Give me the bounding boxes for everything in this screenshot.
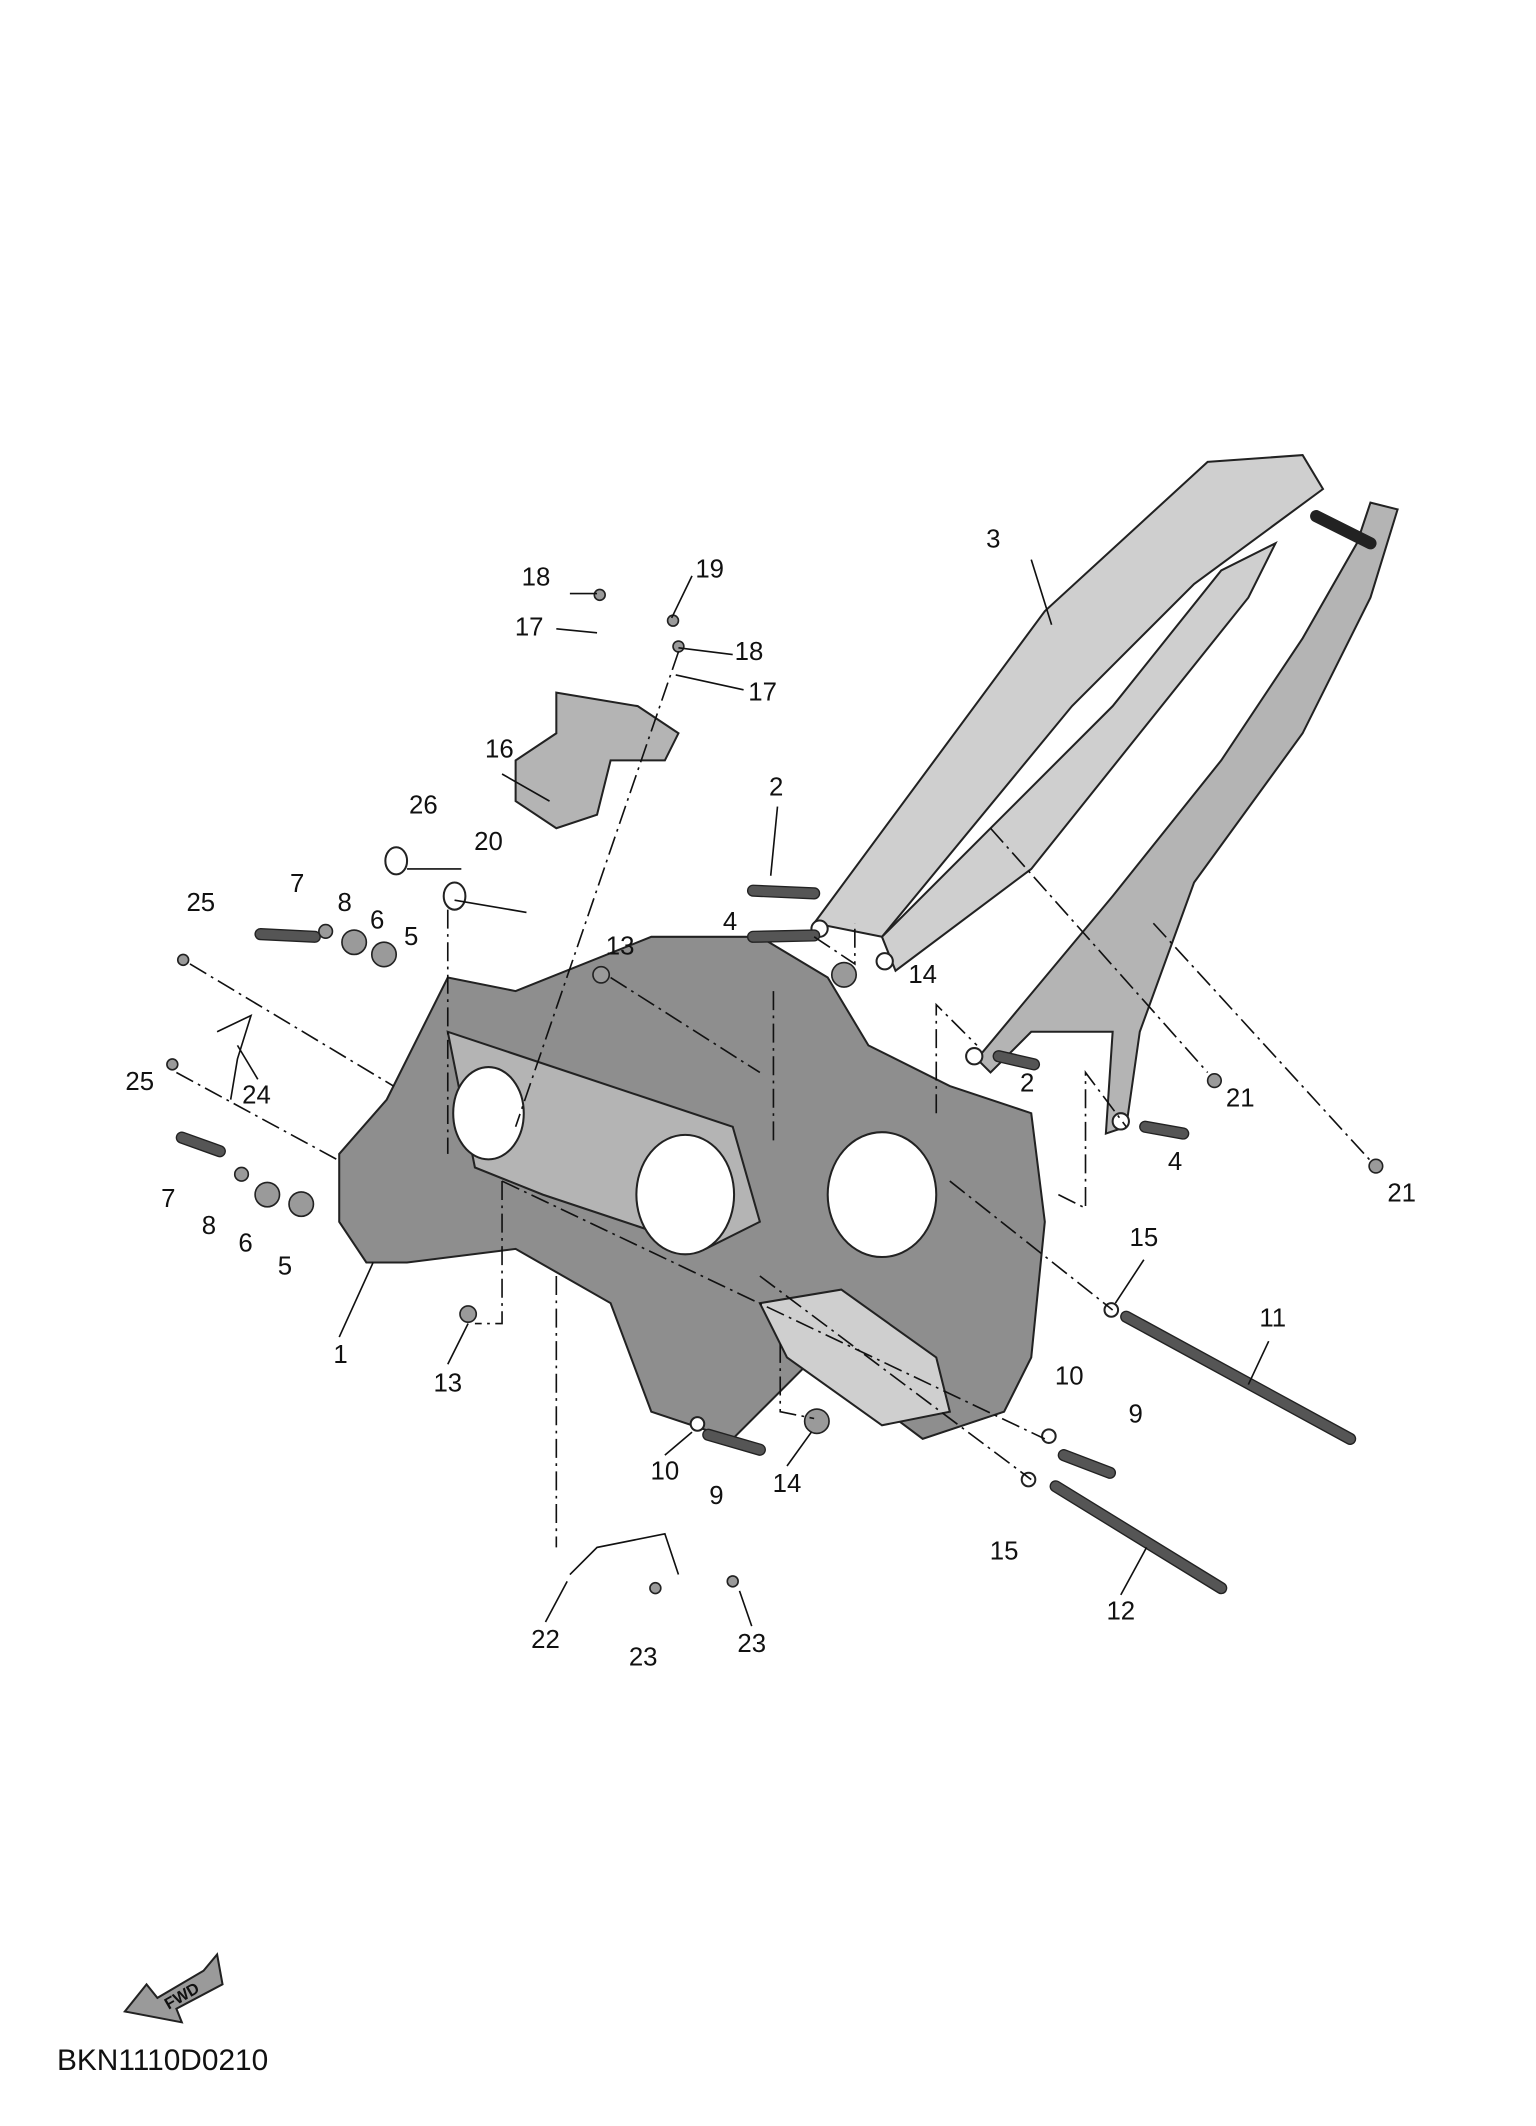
callout: 9 xyxy=(709,1482,723,1510)
callout: 17 xyxy=(515,614,544,642)
callout: 23 xyxy=(737,1630,766,1658)
callout: 21 xyxy=(1387,1179,1416,1207)
leader-lines xyxy=(176,559,1372,1627)
callout: 7 xyxy=(290,870,304,898)
callout: 23 xyxy=(629,1643,658,1671)
bracket-16 xyxy=(514,691,680,830)
callout: 15 xyxy=(1130,1224,1159,1252)
main-frame xyxy=(338,935,1046,1441)
callout: 5 xyxy=(278,1253,292,1281)
callout: 26 xyxy=(409,791,438,819)
callout: 2 xyxy=(769,774,783,802)
callout: 10 xyxy=(651,1458,680,1486)
rear-subframe xyxy=(810,454,1399,1136)
callout: 4 xyxy=(1168,1148,1182,1176)
callout: 7 xyxy=(161,1185,175,1213)
callout: 14 xyxy=(908,961,937,989)
callout: 18 xyxy=(522,563,551,591)
callout: 9 xyxy=(1129,1401,1143,1429)
callout: 15 xyxy=(990,1538,1019,1566)
callout: 24 xyxy=(242,1082,271,1110)
callout-labels: 18 19 17 18 17 16 26 20 2 3 7 8 6 5 25 1… xyxy=(125,525,1416,1671)
fasteners xyxy=(166,588,1384,1595)
callout: 2 xyxy=(1020,1070,1034,1098)
callout: 10 xyxy=(1055,1363,1084,1391)
callout: 14 xyxy=(773,1470,802,1498)
diagram-code: BKN1110D0210 xyxy=(57,2044,268,2077)
callout: 17 xyxy=(748,679,777,707)
callout: 11 xyxy=(1259,1304,1286,1332)
callout: 13 xyxy=(606,932,635,960)
callout: 1 xyxy=(333,1341,347,1369)
callout: 22 xyxy=(531,1626,560,1654)
callout: 4 xyxy=(723,908,737,936)
callout: 25 xyxy=(125,1068,154,1096)
callout: 8 xyxy=(202,1212,216,1240)
callout: 13 xyxy=(433,1369,462,1397)
callout: 20 xyxy=(474,828,503,856)
callout: 6 xyxy=(370,907,384,935)
callout: 3 xyxy=(986,525,1000,553)
callout: 25 xyxy=(186,889,215,917)
callout: 21 xyxy=(1226,1084,1255,1112)
callout: 8 xyxy=(337,889,351,917)
fwd-arrow-icon: FWD xyxy=(122,1952,224,2024)
callout: 5 xyxy=(404,923,418,951)
callout: 18 xyxy=(735,638,764,666)
callout: 6 xyxy=(238,1230,252,1258)
callout: 16 xyxy=(485,736,514,764)
callout: 12 xyxy=(1106,1597,1135,1625)
callout: 19 xyxy=(695,555,724,583)
